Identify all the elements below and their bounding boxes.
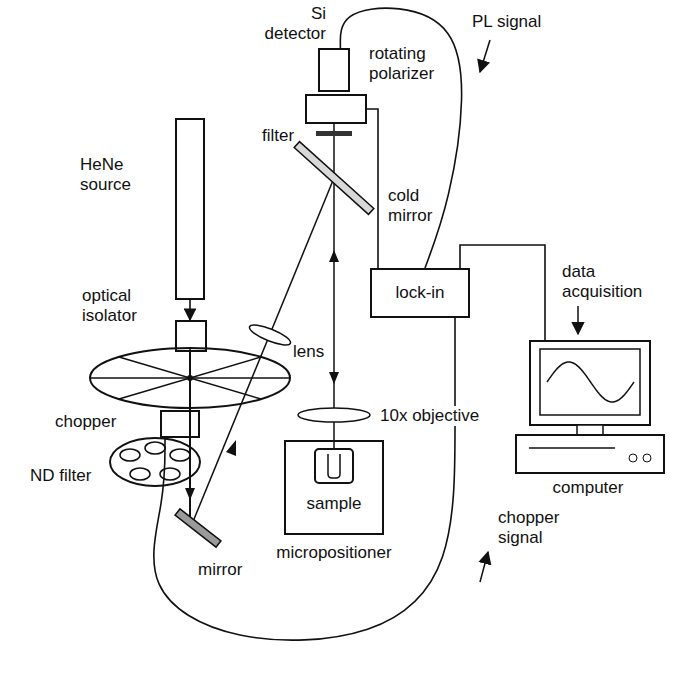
beam-arrowhead bbox=[329, 372, 339, 384]
nd-filter-slot bbox=[160, 468, 180, 480]
signal-arrow bbox=[480, 40, 490, 72]
lens-symbol bbox=[247, 321, 292, 349]
signal-wire bbox=[340, 8, 461, 268]
micropositioner-box: micropositionersample bbox=[284, 440, 384, 535]
polarizer-box: rotating polarizer bbox=[305, 94, 367, 124]
monitor-frame bbox=[530, 341, 650, 425]
signal-label: data acquisition bbox=[560, 262, 659, 302]
node-label: chopper bbox=[55, 412, 150, 432]
drive-slot bbox=[529, 447, 615, 449]
base-button bbox=[629, 454, 637, 462]
isolator-box: optical isolator bbox=[175, 320, 207, 352]
base-button bbox=[643, 454, 651, 462]
part-label: lens bbox=[293, 342, 324, 362]
node-label: rotating polarizer bbox=[369, 44, 449, 84]
wheel-spoke bbox=[119, 357, 261, 399]
nd-filter-slot bbox=[130, 468, 150, 480]
laser-box: HeNe source bbox=[175, 118, 205, 300]
laser-beam bbox=[189, 440, 191, 486]
beam-arrowhead bbox=[185, 488, 195, 500]
signal-wire bbox=[460, 245, 545, 340]
sample-drawing bbox=[316, 450, 352, 482]
signal-arrow bbox=[577, 306, 579, 334]
computer-icon: computer bbox=[515, 340, 665, 475]
monitor-screen bbox=[540, 349, 640, 415]
nd-filter-slot bbox=[170, 449, 190, 461]
beam-arrowhead bbox=[329, 250, 339, 262]
beam-arrowhead bbox=[226, 440, 236, 456]
sample-holder: sample bbox=[314, 448, 354, 484]
part-label: cold mirror bbox=[388, 186, 450, 226]
nd-filter-wheel bbox=[110, 438, 200, 486]
computer-base bbox=[516, 435, 664, 473]
lock-in-box: lock-in bbox=[370, 268, 470, 318]
node-label: optical isolator bbox=[82, 286, 156, 326]
node-label: computer bbox=[513, 478, 663, 498]
node-label: sample bbox=[294, 494, 374, 514]
chopper-box: chopper bbox=[160, 410, 200, 438]
part-label: mirror bbox=[198, 560, 242, 580]
nd-filter-slot bbox=[120, 449, 140, 461]
nd-filter-slot bbox=[145, 442, 165, 454]
signal-wire bbox=[154, 318, 455, 640]
node-label: lock-in bbox=[395, 283, 444, 303]
signal-arrow bbox=[480, 552, 488, 582]
signal-wire bbox=[189, 300, 191, 320]
laser-beam bbox=[192, 178, 334, 524]
part-label: 10x objective bbox=[378, 406, 481, 426]
wheel-spoke bbox=[119, 357, 261, 399]
signal-label: chopper signal bbox=[496, 508, 575, 548]
wheel-hub bbox=[187, 375, 193, 381]
computer-drawing bbox=[515, 340, 665, 475]
monitor-stand bbox=[577, 425, 603, 435]
signal-label: PL signal bbox=[470, 12, 564, 32]
screen-waveform bbox=[547, 362, 634, 402]
node-label: HeNe source bbox=[80, 155, 152, 195]
filter-symbol bbox=[316, 131, 352, 136]
part-label: ND filter bbox=[30, 466, 91, 486]
detector-box: Si detector bbox=[318, 48, 350, 92]
objective-symbol bbox=[298, 408, 370, 422]
sample-cuvette bbox=[328, 454, 340, 478]
node-label: micropositioner bbox=[269, 543, 399, 563]
signal-wire bbox=[367, 109, 378, 268]
node-label: Si detector bbox=[260, 4, 326, 44]
cold-mirror-symbol bbox=[294, 142, 374, 215]
mirror-symbol bbox=[175, 509, 221, 547]
part-label: filter bbox=[262, 126, 294, 146]
